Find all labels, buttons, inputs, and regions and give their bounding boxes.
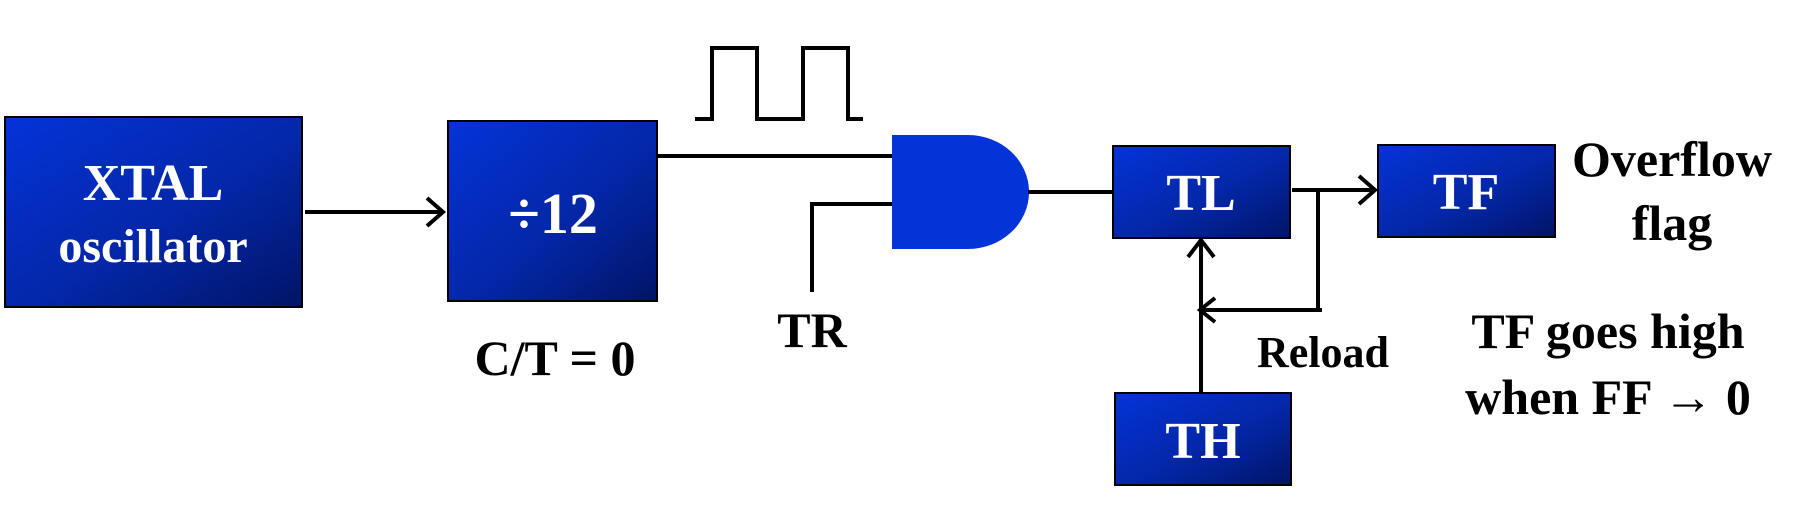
- tr-input-wire: [810, 202, 892, 292]
- and-gate: [892, 135, 1030, 249]
- arrow-tl-to-tf: [1292, 174, 1379, 206]
- xtal-oscillator-block: XTAL oscillator: [4, 116, 303, 308]
- tf-note-line2: when FF → 0: [1465, 369, 1751, 425]
- clock-pulse-waveform: [695, 46, 863, 121]
- flag-label: flag: [1632, 195, 1713, 251]
- xtal-label: XTAL: [83, 155, 224, 212]
- th-label: TH: [1165, 413, 1240, 470]
- tl-register-block: TL: [1112, 145, 1291, 239]
- arrow-th-to-tl: [1186, 236, 1216, 393]
- oscillator-label: oscillator: [58, 220, 247, 273]
- tf-flag-block: TF: [1377, 144, 1556, 238]
- arrow-xtal-to-divider: [305, 196, 447, 228]
- tl-label: TL: [1166, 165, 1235, 222]
- overflow-label: Overflow: [1572, 131, 1772, 187]
- tf-note-line1: TF goes high: [1471, 303, 1744, 359]
- ct-label: C/T = 0: [475, 330, 636, 386]
- tr-label: TR: [777, 302, 847, 358]
- reload-label: Reload: [1257, 328, 1389, 377]
- tf-label: TF: [1433, 164, 1499, 221]
- divide-by-12-block: ÷12: [447, 120, 658, 302]
- divider-label: ÷12: [508, 181, 598, 246]
- th-register-block: TH: [1114, 392, 1292, 486]
